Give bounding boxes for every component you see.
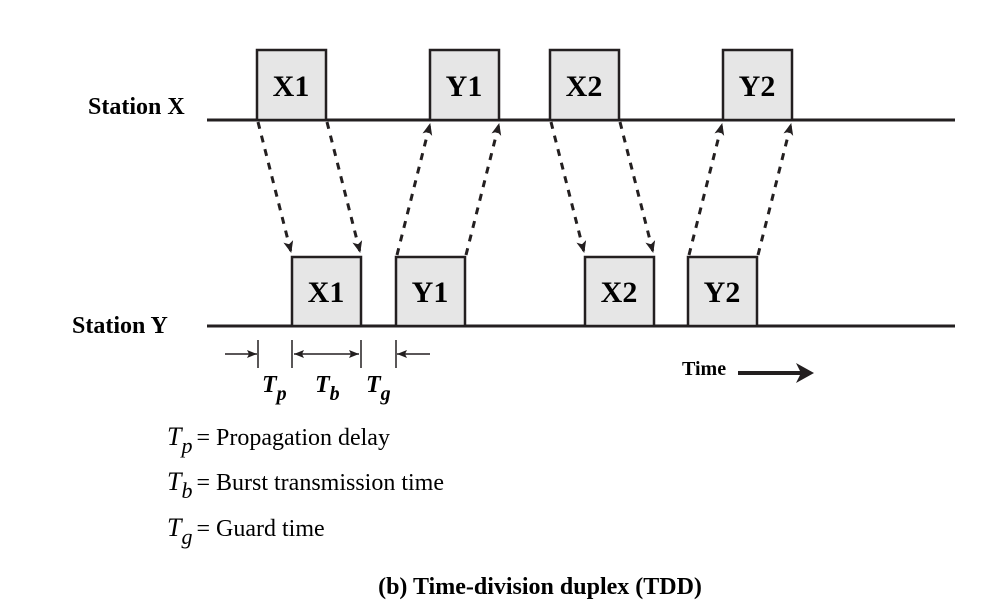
burst-label: Y2	[704, 276, 741, 309]
propagation-arrow-down	[325, 121, 363, 253]
station-y-burst: Y2	[686, 255, 759, 328]
propagation-arrow-up	[464, 123, 502, 256]
legend-item-tp: Tp= Propagation delay	[167, 422, 390, 458]
burst-label: X1	[273, 70, 310, 103]
burst-label: X1	[308, 276, 345, 309]
burst-label: X2	[566, 70, 603, 103]
station-y-burst: Y1	[394, 255, 467, 328]
station-x-burst: Y1	[428, 48, 501, 122]
propagation-arrow-up	[687, 123, 725, 256]
tp-symbol: Tp	[262, 372, 287, 405]
station-y-burst: X1	[290, 255, 363, 328]
station-x-burst: X1	[255, 48, 328, 122]
burst-label: X2	[601, 276, 638, 309]
burst-label: Y1	[446, 70, 483, 103]
legend-item-tb: Tb= Burst transmission time	[167, 467, 444, 503]
station-y-label: Station Y	[72, 313, 168, 339]
station-x-burst: X2	[548, 48, 621, 122]
propagation-arrow-up	[395, 123, 433, 256]
time-label: Time	[682, 358, 726, 380]
legend: Tp= Propagation delay Tb= Burst transmis…	[167, 422, 444, 549]
burst-label: Y2	[739, 70, 776, 103]
station-x-label: Station X	[88, 94, 185, 120]
propagation-arrow-up	[756, 123, 794, 256]
propagation-arrow-down	[256, 121, 294, 253]
propagation-arrow-down	[618, 121, 656, 253]
station-x-burst: Y2	[721, 48, 794, 122]
station-y-burst: X2	[583, 255, 656, 328]
tb-symbol: Tb	[315, 372, 340, 405]
legend-item-tg: Tg= Guard time	[167, 513, 325, 549]
timing-markers	[225, 340, 430, 368]
burst-label: Y1	[412, 276, 449, 309]
propagation-arrow-down	[549, 121, 587, 253]
tg-symbol: Tg	[366, 372, 391, 405]
figure-caption: (b) Time-division duplex (TDD)	[378, 574, 702, 600]
time-arrow-head	[796, 363, 814, 383]
